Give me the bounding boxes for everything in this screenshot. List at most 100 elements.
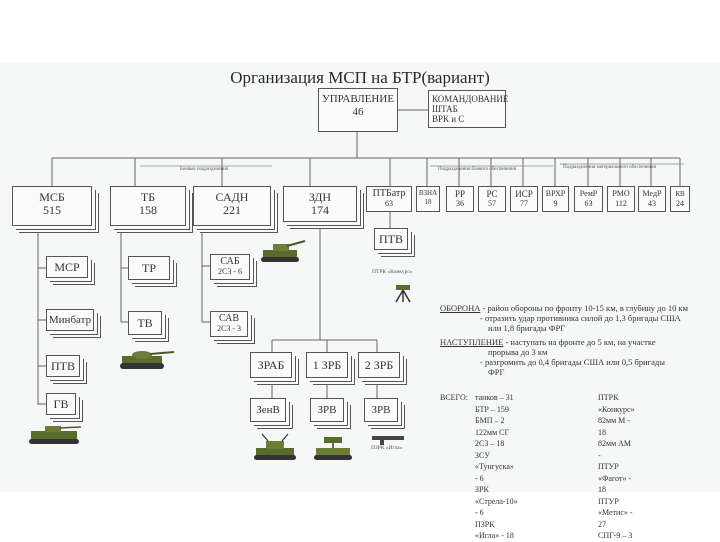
zdn-1zrb: 1 ЗРБ xyxy=(306,352,348,378)
sp-gun-icon xyxy=(261,240,306,262)
defense-line-3: или 1,8 бригады ФРГ xyxy=(488,323,566,333)
tunguska-icon xyxy=(254,433,296,460)
totals-col2-0: ПТРК «Конкурс» xyxy=(598,393,635,414)
support-caption: Подразделения боевого обеспечения xyxy=(438,167,517,172)
zdn-zrab: ЗРАБ xyxy=(250,352,292,378)
tank-icon xyxy=(120,351,174,369)
totals-col2-1: 82мм М - 18 xyxy=(598,416,630,437)
hq-box: УПРАВЛЕНИЕ 46 xyxy=(318,88,398,132)
command-line-1: КОМАНДОВАНИЕ xyxy=(432,94,509,104)
msb-msr: МСР xyxy=(46,256,88,278)
sadn-sav-label: САВ xyxy=(218,313,240,324)
totals-col2-2: 82мм АМ - xyxy=(598,439,632,460)
totals-col1-1: БТР – 159 xyxy=(475,404,509,414)
unit-ptbatr-label: ПТБатр xyxy=(372,188,406,199)
offense-line-1: - наступать на фронте до 5 км, на участк… xyxy=(503,337,656,347)
defense-block: ОБОРОНА - район обороны по фронту 10-15 … xyxy=(440,303,688,333)
bmp-icon xyxy=(29,426,82,444)
hq-num: 46 xyxy=(352,106,364,118)
totals-col1-6: ПЗРК «Игла» - 18 xyxy=(475,519,514,541)
tb-tv-label: ТВ xyxy=(137,316,153,330)
support-rr-num: 36 xyxy=(456,199,464,208)
support-vzna-num: 18 xyxy=(424,198,432,206)
totals-col2-3: ПТУР «Фагот» - 18 xyxy=(598,462,632,494)
zdn-2zrb: 2 ЗРБ xyxy=(358,352,400,378)
msb-minbatr: Минбатр xyxy=(46,309,94,331)
totals-col2-4: ПТУР «Метис» - 27 xyxy=(598,496,633,529)
msb-ptv: ПТВ xyxy=(46,355,80,377)
command-line-3: ВРК и С xyxy=(432,114,465,124)
support-rmo-num: 112 xyxy=(615,199,627,208)
unit-zdn-label: ЗДН xyxy=(308,190,332,204)
unit-ptbatr-num: 63 xyxy=(385,199,393,208)
totals-col1-0: танков – 31 xyxy=(475,393,514,402)
unit-msb-num: 515 xyxy=(43,203,61,217)
totals-col1-3: 122мм СГ 2С3 – 18 xyxy=(475,427,510,449)
unit-zdn-num: 174 xyxy=(311,203,329,217)
ptb-ptv-label: ПТВ xyxy=(379,232,403,246)
zdn-2zrb-label: 2 ЗРБ xyxy=(364,358,394,372)
support-medr-num: 43 xyxy=(648,199,656,208)
support-vzna-label: ВЗНА xyxy=(418,189,438,197)
atgm-icon xyxy=(395,285,411,303)
msb-ptv-label: ПТВ xyxy=(51,359,75,373)
sadn-sab-num: 2С3 - 6 xyxy=(218,267,242,276)
hq-label: УПРАВЛЕНИЕ xyxy=(321,93,395,105)
offense-line-3: - разгромить до 0,4 бригады США или 0,5 … xyxy=(480,357,665,367)
unit-sadn-label: САДН xyxy=(215,190,249,204)
tb-tv: ТВ xyxy=(128,311,162,335)
msb-msr-label: МСР xyxy=(54,260,80,274)
strela-icon xyxy=(314,437,352,460)
zdn-zrv-1-label: ЗРВ xyxy=(317,404,337,416)
msb-minbatr-label: Минбатр xyxy=(48,314,92,326)
support-kv-label: КВ xyxy=(675,190,685,198)
slide-background xyxy=(0,62,720,492)
sadn-sab: САБ 2С3 - 6 xyxy=(210,254,250,280)
zdn-zrv-2-label: ЗРВ xyxy=(371,404,391,416)
page-title: Организация МСП на БТР(вариант) xyxy=(230,68,490,87)
defense-line-2: - отразить удар противника силой до 1,3 … xyxy=(480,313,681,323)
support-remr-num: 63 xyxy=(584,199,593,208)
tb-tr-label: ТР xyxy=(141,261,156,275)
unit-sadn-num: 221 xyxy=(223,203,241,217)
group-caption: Боевые подразделения xyxy=(180,167,229,172)
command-box: КОМАНДОВАНИЕ ШТАБ ВРК и С xyxy=(428,90,509,128)
command-line-2: ШТАБ xyxy=(432,104,458,114)
zdn-zrab-label: ЗРАБ xyxy=(257,358,285,372)
zrv-caption: ПЗРК «Игла» xyxy=(371,445,403,451)
support-vrhr-num: 9 xyxy=(553,199,558,208)
support-rr-label: РР xyxy=(454,189,465,199)
msb-gv: ГВ xyxy=(46,393,76,415)
totals-col1-2: БМП – 2 xyxy=(475,416,505,425)
zdn-1zrb-label: 1 ЗРБ xyxy=(312,358,342,372)
totals-head: ВСЕГО: xyxy=(440,393,468,402)
unit-ptbatr: ПТБатр 63 xyxy=(366,186,412,212)
ptb-caption: ПТРК «Конкурс» xyxy=(372,269,413,275)
support-vrhr-label: ВРХР xyxy=(545,189,566,198)
support-medr-label: МедР xyxy=(642,189,662,198)
sadn-sab-label: САБ xyxy=(220,256,240,267)
zdn-zrv-2: ЗРВ xyxy=(364,398,398,422)
unit-sadn: САДН 221 xyxy=(193,186,271,226)
totals-col1-4: ЗСУ «Тунгуска» - 6 xyxy=(475,450,514,483)
offense-head: НАСТУПЛЕНИЕ xyxy=(440,337,504,347)
unit-tb-label: ТБ xyxy=(140,190,156,204)
unit-tb: ТБ 158 xyxy=(110,186,186,226)
support-kv-num: 24 xyxy=(676,199,684,208)
support-rs-num: 57 xyxy=(488,199,496,208)
sadn-sav-num: 2С3 - 3 xyxy=(217,324,241,333)
unit-msb-label: МСБ xyxy=(39,190,65,204)
support-rmo-label: РМО xyxy=(612,189,630,198)
zdn-zenv: ЗенВ xyxy=(250,398,286,422)
support-isr-num: 77 xyxy=(520,199,528,208)
